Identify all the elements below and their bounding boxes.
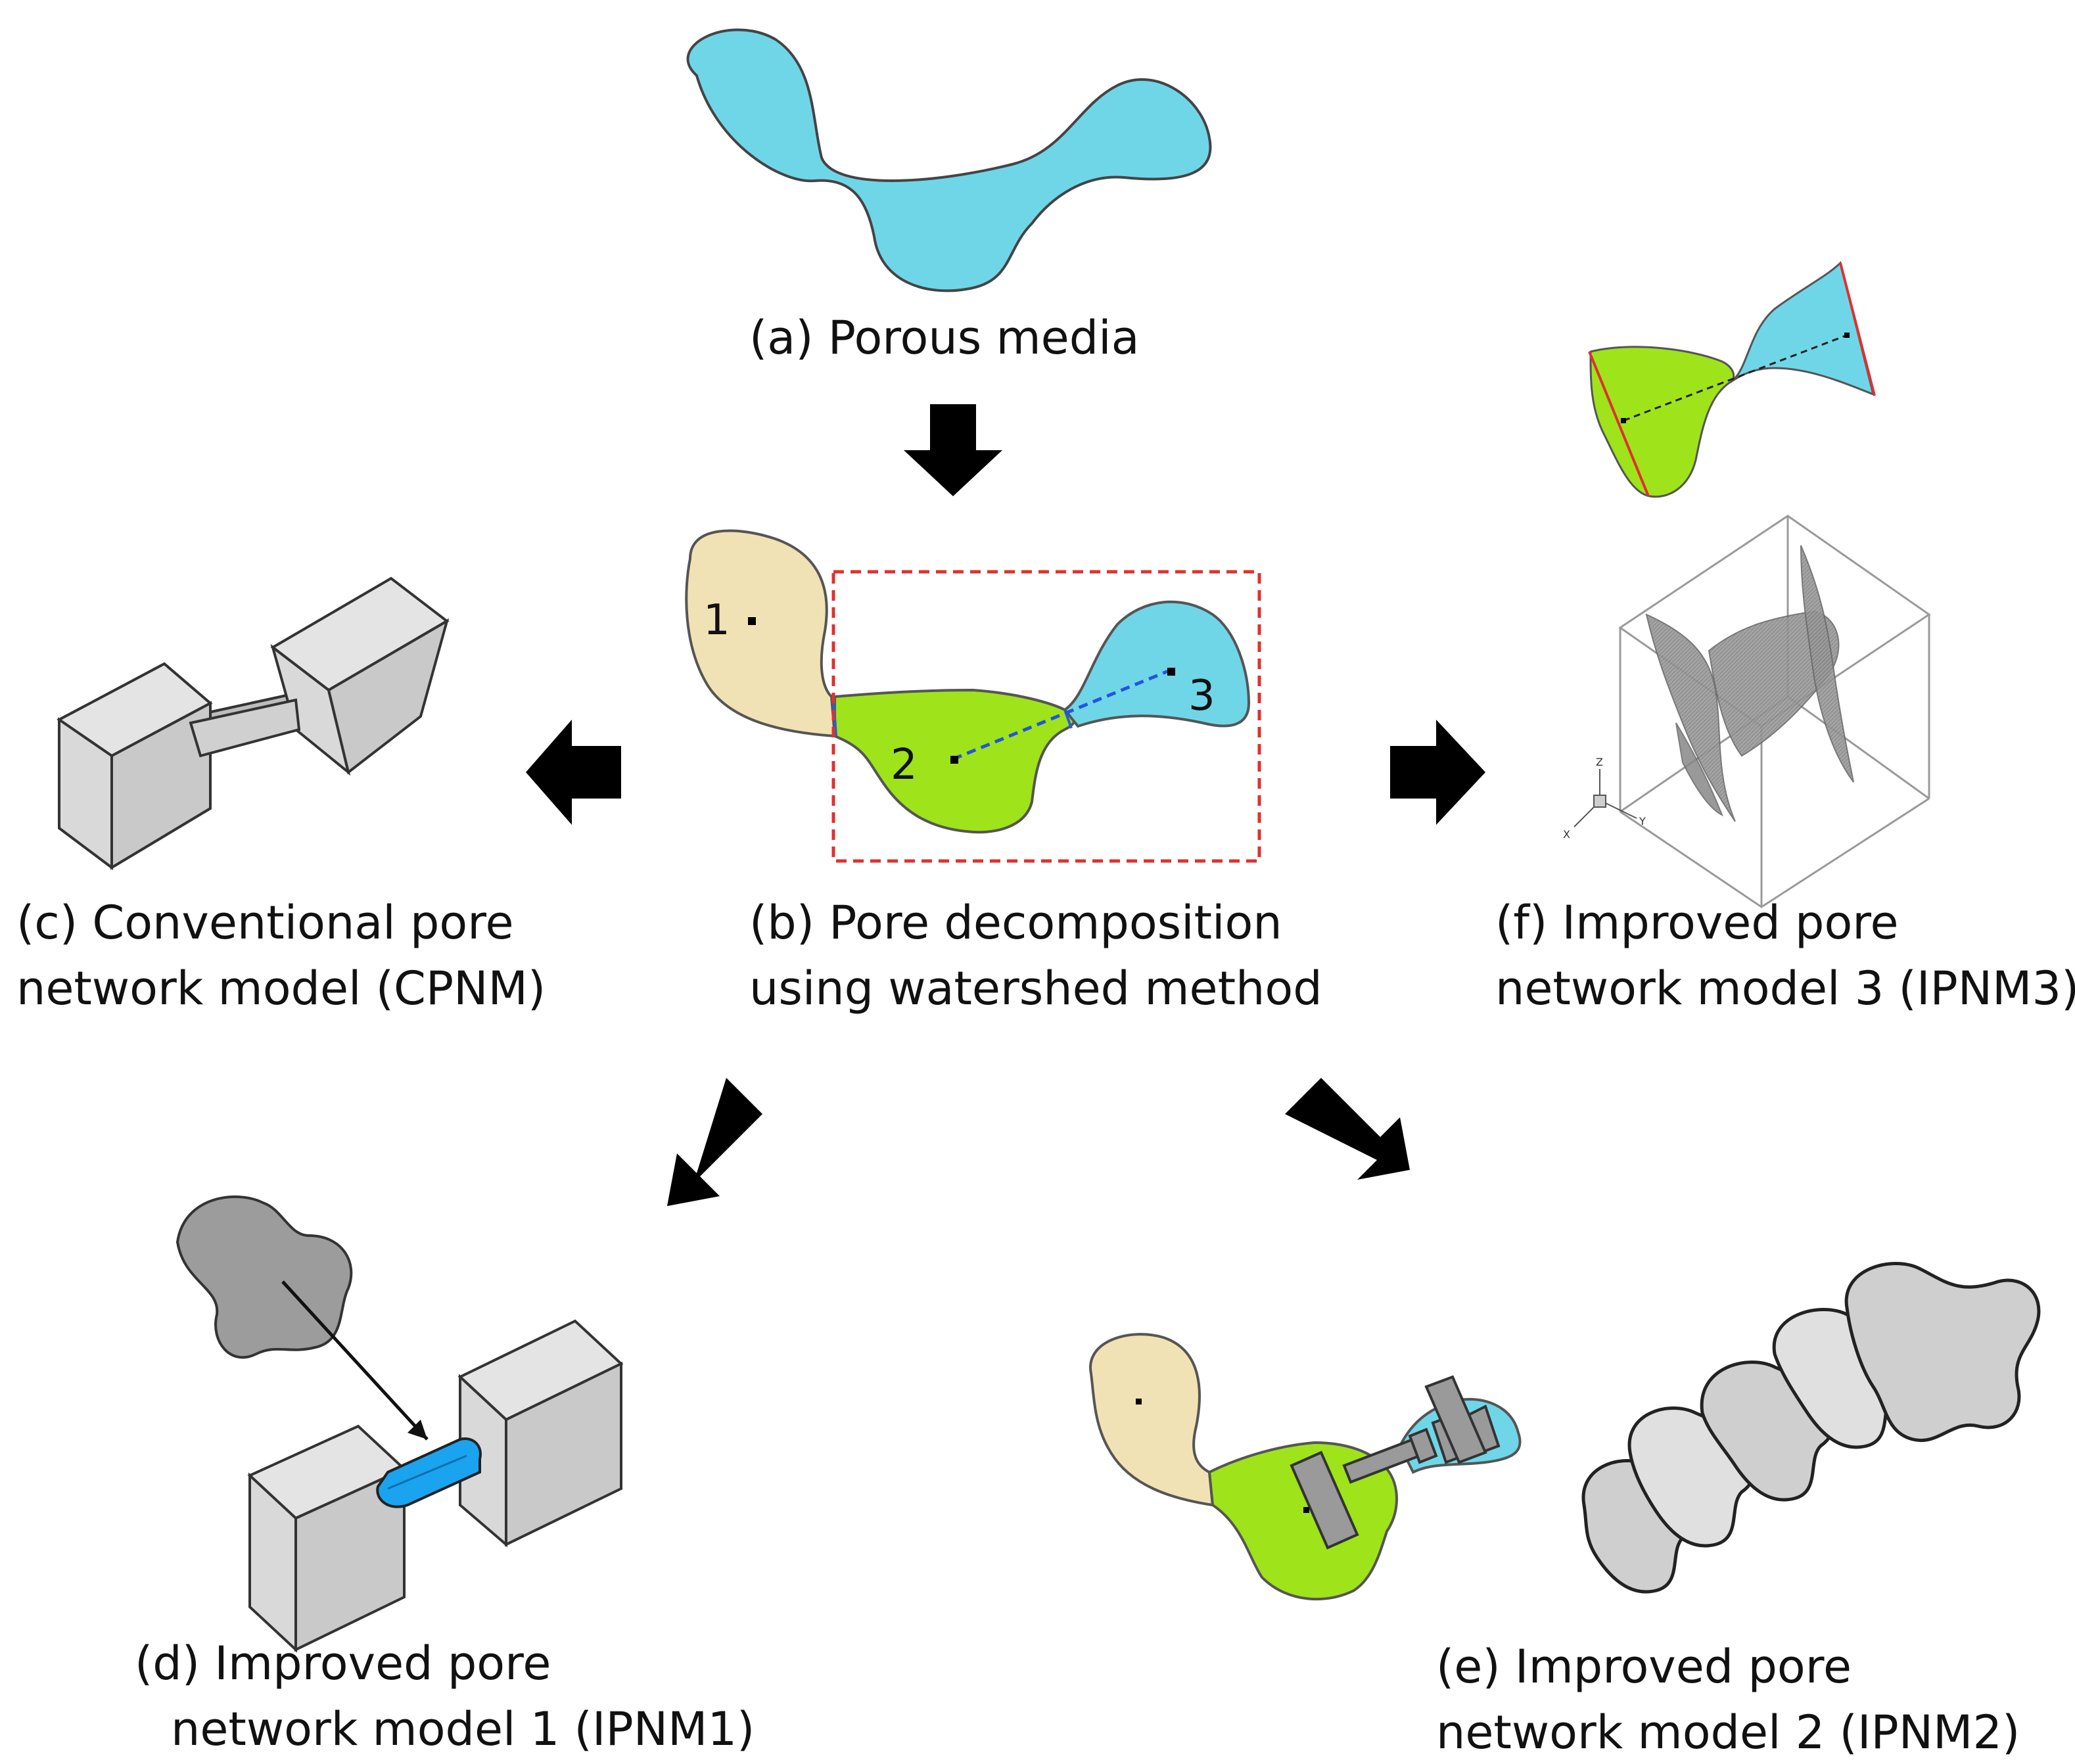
axis-label-x: X: [1563, 828, 1570, 841]
ipnm1-pore-cross-section: [175, 1195, 353, 1359]
down-left-arrow-icon: [667, 1078, 762, 1206]
selection-box: [831, 570, 1261, 863]
left-arrow-icon: [526, 720, 621, 825]
pore-2-3-connection: [952, 668, 1171, 761]
pore-decomposition-panel: 1 2 3 (b) Pore decomposition using water…: [685, 529, 1322, 1015]
ipnm1-throat: [376, 1437, 482, 1508]
down-right-arrow-icon: [1285, 1078, 1410, 1180]
ipnm1-panel: (d) Improved pore network model 1 (IPNM1…: [135, 1195, 755, 1756]
caption-c-line2: network model (CPNM): [16, 962, 546, 1015]
pore-label-3: 3: [1188, 672, 1215, 720]
caption-f-line1: (f) Improved pore: [1495, 896, 1899, 950]
axis-label-z: Z: [1596, 756, 1603, 768]
porous-media-shape: [686, 28, 1212, 292]
caption-e-line1: (e) Improved pore: [1436, 1640, 1852, 1694]
caption-d-line1: (d) Improved pore: [135, 1636, 551, 1690]
caption-f-line2: network model 3 (IPNM3): [1495, 962, 2075, 1015]
cpnm-panel: (c) Conventional pore network model (CPN…: [16, 576, 546, 1015]
pore-label-1: 1: [703, 596, 730, 645]
right-arrow-icon: [1390, 720, 1485, 825]
ipnm2-panel: (e) Improved pore network model 2 (IPNM2…: [1089, 1262, 2041, 1759]
pore-1-shape: [685, 529, 837, 738]
pore-3-shape: [1063, 600, 1251, 728]
ipnm3-green-pore: [1589, 346, 1735, 498]
ipnm3-blue-pore: [1731, 261, 1875, 396]
ipnm2-3d-extrusion: [1581, 1262, 2041, 1594]
axis-label-y: Y: [1639, 815, 1646, 827]
caption-c-line1: (c) Conventional pore: [16, 896, 514, 950]
pore-label-2: 2: [891, 741, 918, 789]
porous-media-panel: (a) Porous media: [686, 28, 1212, 365]
caption-e-line2: network model 2 (IPNM2): [1436, 1706, 2020, 1759]
caption-b-line1: (b) Pore decomposition: [749, 896, 1282, 950]
caption-b-line2: using watershed method: [749, 962, 1322, 1015]
caption-a: (a) Porous media: [749, 311, 1140, 365]
ipnm3-panel: Z Y X (f) Improved pore network model 3 …: [1495, 261, 2075, 1015]
axis-triad-icon: Z Y X: [1563, 756, 1646, 841]
down-arrow-icon: [904, 404, 1002, 496]
ipnm2-pore-1: [1089, 1333, 1215, 1507]
ipnm3-3d-volume: [1618, 515, 1931, 908]
caption-d-line2: network model 1 (IPNM1): [171, 1702, 755, 1756]
